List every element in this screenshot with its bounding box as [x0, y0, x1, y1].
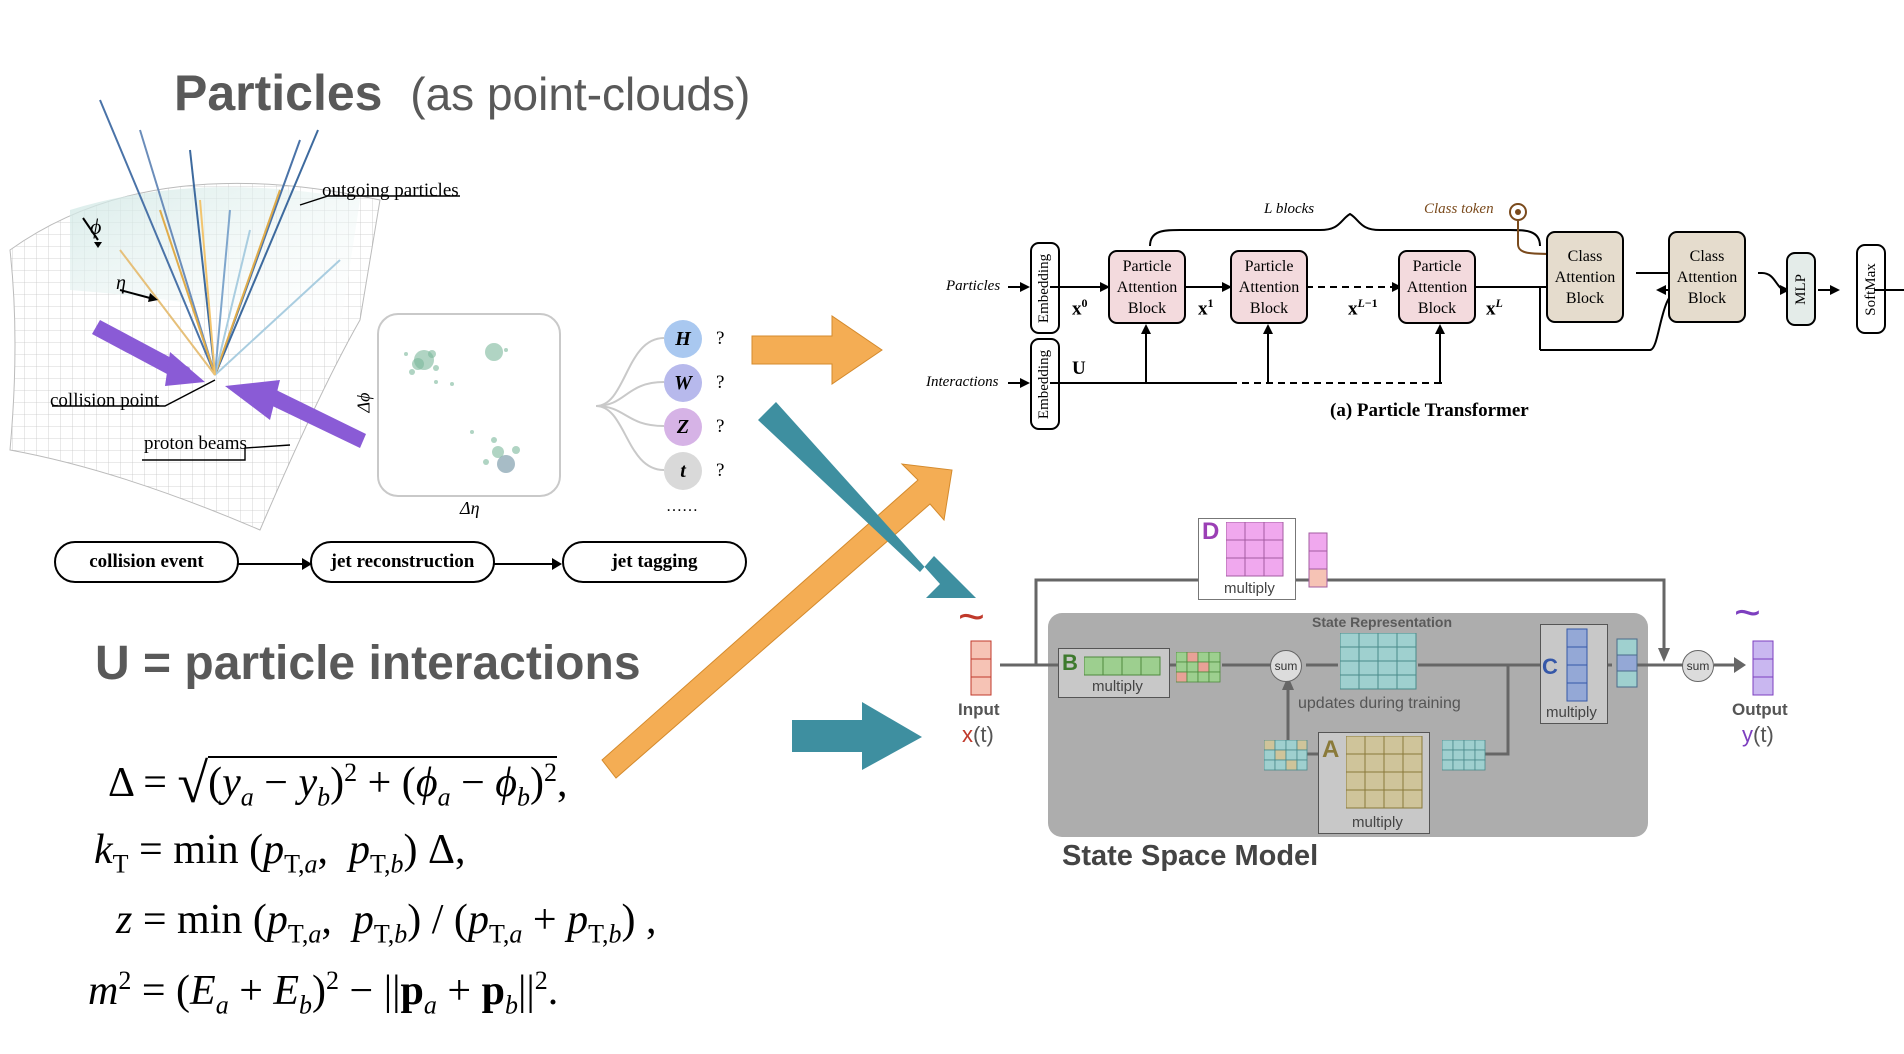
updates-during-training-label: updates during training	[1298, 695, 1461, 712]
particles-title-bold: Particles	[174, 65, 383, 121]
b-product-matrix	[1176, 652, 1221, 683]
l-blocks-label: L blocks	[1264, 201, 1315, 217]
pipeline-jet-reconstruction: jet reconstruction	[310, 541, 495, 583]
output-signal: y(t)	[1742, 722, 1774, 747]
pipeline-collision-event: collision event	[54, 541, 239, 583]
c-letter: C	[1542, 654, 1558, 679]
softmax-block: SoftMax	[1856, 244, 1886, 334]
tag-h: H	[664, 320, 702, 358]
orange-arrow-diagonal	[601, 463, 953, 779]
input-vector	[970, 640, 992, 696]
orange-arrow-right	[751, 315, 883, 385]
b-matrix	[1084, 656, 1161, 676]
tag-z-question: ?	[716, 416, 725, 437]
equation-z: z = min (pT,a, pT,b) / (pT,a + pT,b) ,	[116, 897, 657, 949]
x0-label: x0	[1072, 296, 1088, 320]
tag-t: t	[664, 452, 702, 490]
output-wave-icon: ~	[1734, 586, 1761, 638]
proton-beam-left	[92, 320, 190, 382]
state-representation-label: State Representation	[1312, 614, 1453, 630]
interactions-input-label: Interactions	[926, 374, 999, 390]
output-vector	[1752, 640, 1774, 696]
outgoing-particles-label: outgoing particles	[322, 180, 459, 201]
equation-kt: kT = min (pT,a, pT,b) Δ,	[94, 827, 466, 879]
particle-attention-block-2: Particle Attention Block	[1230, 250, 1308, 324]
a-matrix	[1346, 736, 1423, 809]
teal-arrow-diagonal	[758, 402, 976, 598]
eta-arrow	[148, 293, 158, 302]
tag-w-question: ?	[716, 372, 725, 393]
proton-beams-label: proton beams	[144, 433, 247, 454]
pipeline-jet-tagging: jet tagging	[562, 541, 747, 583]
embedding-particles: Embedding	[1030, 242, 1060, 334]
output-label: Output	[1732, 700, 1788, 719]
phi-label: ϕ	[90, 214, 102, 239]
particle-tracks	[99, 99, 341, 376]
proton-beam-right	[260, 386, 366, 448]
embedding-interactions: Embedding	[1030, 338, 1060, 430]
input-signal: x(t)	[962, 722, 994, 747]
a-multiply-label: multiply	[1352, 814, 1403, 831]
xl-label: xL	[1486, 296, 1503, 320]
tag-w: W	[664, 364, 702, 402]
u-input-label: U	[1072, 358, 1086, 379]
collision-illustration	[9, 99, 460, 531]
input-label: Input	[958, 700, 1000, 719]
class-attention-block-1: Class Attention Block	[1546, 231, 1624, 323]
b-letter: B	[1062, 650, 1078, 675]
a-product-matrix	[1264, 740, 1308, 771]
collision-point-label: collision point	[50, 390, 160, 411]
phi-arrow	[94, 242, 102, 248]
sum-node-output: sum	[1682, 650, 1714, 682]
particle-transformer-caption: (a) Particle Transformer	[1330, 400, 1529, 421]
particle-attention-block-l: Particle Attention Block	[1398, 250, 1476, 324]
d-matrix	[1226, 522, 1284, 577]
equation-m2: m2 = (Ea + Eb)2 − ||pa + pb||2.	[88, 966, 559, 1020]
class-attention-block-2: Class Attention Block	[1668, 231, 1746, 323]
c-product-vector	[1616, 638, 1638, 688]
xl-1-label: xL−1	[1348, 296, 1378, 320]
u-interactions-title: U = particle interactions	[95, 637, 641, 690]
sum-node-state: sum	[1270, 650, 1302, 682]
ssm-title: State Space Model	[1062, 840, 1319, 872]
particles-title: Particles (as point-clouds)	[174, 64, 750, 122]
tag-h-question: ?	[716, 328, 725, 349]
d-multiply-label: multiply	[1224, 580, 1275, 597]
mlp-block: MLP	[1786, 252, 1816, 326]
class-token-label: Class token	[1424, 201, 1494, 217]
class-token-icon	[1509, 203, 1527, 221]
delta-eta-label: Δη	[460, 498, 480, 518]
a-letter: A	[1322, 736, 1340, 763]
b-multiply-label: multiply	[1092, 678, 1143, 695]
input-wave-icon: ~	[958, 590, 985, 642]
teal-arrow-right	[792, 702, 922, 770]
particles-title-rest: (as point-clouds)	[410, 68, 751, 120]
particle-transformer-wires	[1008, 203, 1904, 388]
x1-label: x1	[1198, 296, 1214, 320]
eta-phi-plot	[377, 313, 561, 497]
particles-input-label: Particles	[946, 278, 1001, 294]
state-matrix	[1340, 633, 1417, 690]
pipeline-arrows	[238, 558, 562, 570]
a-input-state	[1442, 740, 1486, 771]
particle-attention-block-1: Particle Attention Block	[1108, 250, 1186, 324]
tag-connectors	[596, 337, 665, 471]
d-letter: D	[1202, 518, 1220, 545]
c-matrix	[1566, 628, 1588, 702]
equation-delta: Δ = √(ya − yb)2 + (ϕa − ϕb)2,	[108, 753, 568, 815]
d-output-vector	[1308, 532, 1328, 588]
c-multiply-label: multiply	[1546, 704, 1597, 721]
tags-ellipsis: ……	[666, 498, 698, 515]
eta-label: η	[116, 272, 126, 294]
jet-clusters	[404, 343, 520, 473]
tag-t-question: ?	[716, 460, 725, 481]
tag-z: Z	[664, 408, 702, 446]
